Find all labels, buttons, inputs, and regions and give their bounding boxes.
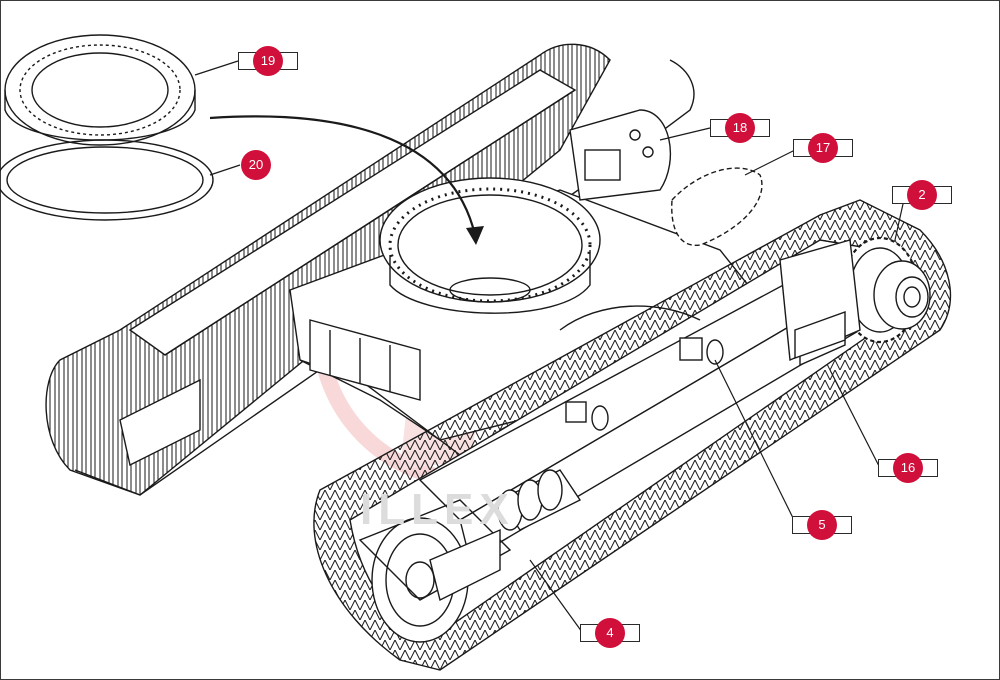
- callout-19[interactable]: 19: [238, 46, 298, 76]
- swing-bearing-seat: [379, 177, 601, 314]
- callout-4[interactable]: 4: [580, 618, 640, 648]
- hydraulic-fittings: [559, 305, 724, 431]
- callout-2[interactable]: 2: [892, 180, 952, 210]
- callout-16[interactable]: 16: [878, 453, 938, 483]
- front-idler: [358, 499, 512, 643]
- callout-badge: 2: [907, 180, 937, 210]
- callout-badge: 4: [595, 618, 625, 648]
- callout-badge: 5: [807, 510, 837, 540]
- callout-badge: 16: [893, 453, 923, 483]
- callout-17[interactable]: 17: [793, 133, 853, 163]
- travel-motor-rear: [569, 109, 672, 201]
- callout-badge: 20: [241, 150, 271, 180]
- callout-badge: 18: [725, 113, 755, 143]
- callout-badge: 17: [808, 133, 838, 163]
- watermark-text: ILLEX: [360, 485, 515, 534]
- swing-seal-ring: [0, 139, 214, 221]
- track-guard: [779, 239, 861, 362]
- callout-18[interactable]: 18: [710, 113, 770, 143]
- callout-badge: 19: [253, 46, 283, 76]
- leader-lines: [194, 60, 906, 633]
- cover-plate: [671, 167, 763, 246]
- left-track-assembly: [45, 43, 695, 496]
- track-adjuster-spring: [497, 469, 582, 531]
- callout-5[interactable]: 5: [792, 510, 852, 540]
- swing-bearing-ring: [4, 34, 196, 146]
- callout-20[interactable]: 20: [226, 150, 286, 180]
- install-arrow: [209, 115, 484, 245]
